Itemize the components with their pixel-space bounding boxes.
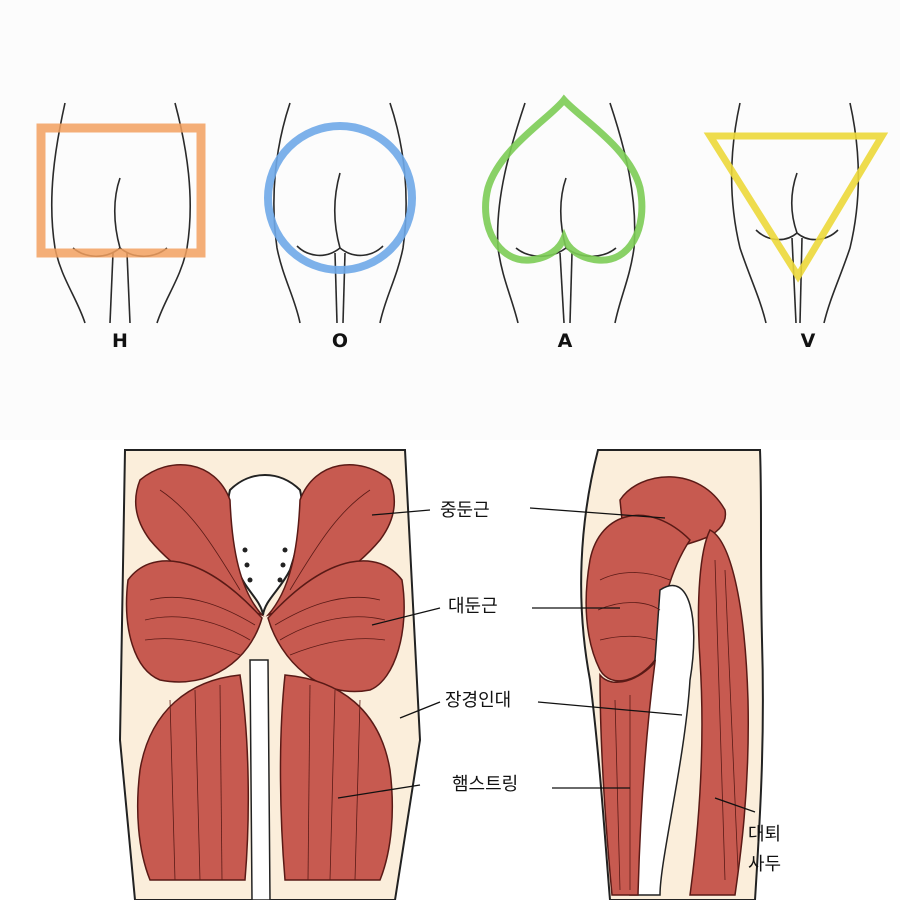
v-shape-label: V (778, 330, 838, 352)
a-shape-figure (470, 88, 660, 328)
buttocks-sketch (498, 103, 635, 323)
o-shape-figure (245, 88, 435, 328)
label-gluteus-medius: 중둔근 (440, 496, 490, 526)
a-heart-outline (486, 100, 642, 260)
h-shape-label: H (90, 330, 150, 352)
label-hamstring: 햄스트링 (452, 770, 518, 800)
h-rectangle-outline (41, 128, 201, 253)
body-shape-panel: H O A (0, 0, 900, 440)
a-shape-label: A (535, 330, 595, 352)
anatomy-panel: 중둔근 대둔근 장경인대 햄스트링 대퇴 사두 (0, 440, 900, 900)
buttocks-sketch (274, 103, 406, 323)
v-shape-figure (700, 88, 890, 328)
back-view (120, 450, 440, 900)
side-view (530, 450, 763, 900)
left-leg-gap (250, 660, 270, 900)
buttocks-sketch (52, 103, 190, 323)
o-shape-label: O (310, 330, 370, 352)
label-gluteus-maximus: 대둔근 (448, 592, 498, 622)
label-iliotibial-band: 장경인대 (445, 686, 511, 716)
h-shape-figure (25, 88, 215, 328)
label-biceps-femoris: 대퇴 사두 (748, 820, 781, 880)
